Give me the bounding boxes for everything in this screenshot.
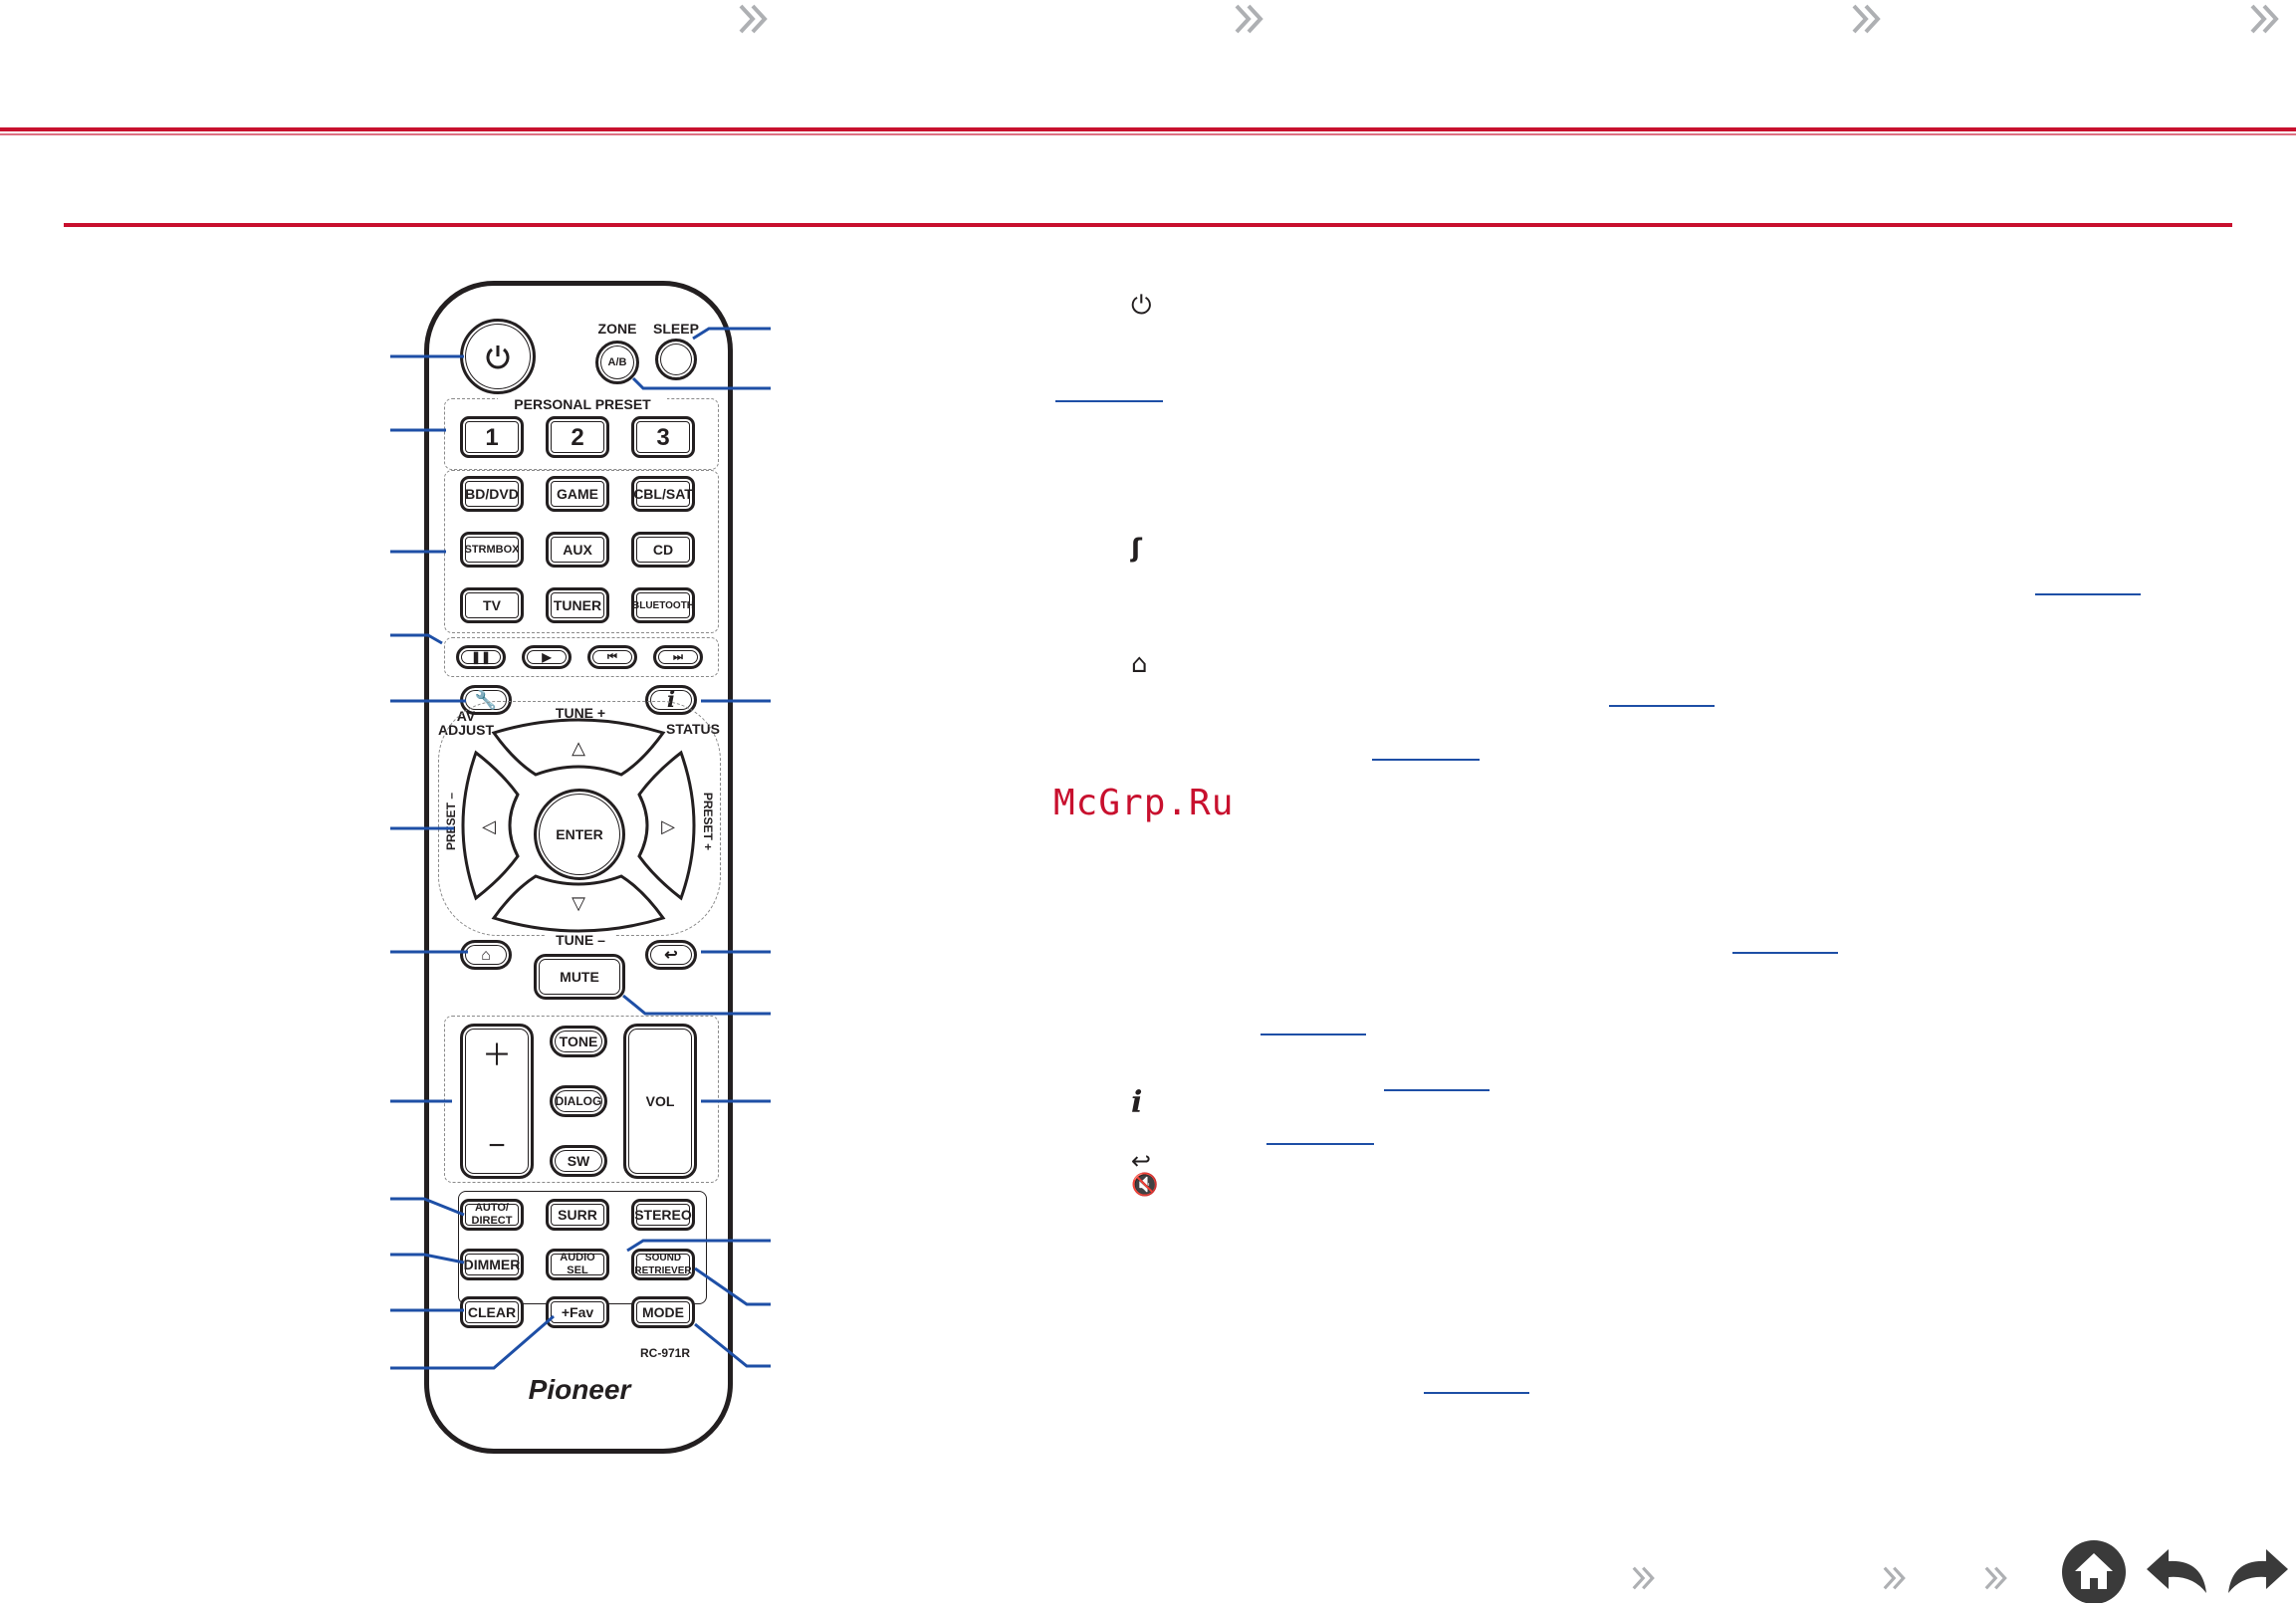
playback-group: [444, 637, 719, 677]
volume-rocker: VOL: [623, 1024, 697, 1179]
back-button[interactable]: [2141, 1543, 2214, 1603]
tone-level-rocker: ＋ −: [460, 1024, 534, 1179]
chevron-right-icon[interactable]: [735, 0, 773, 38]
personal-preset-label: PERSONAL PRESET: [498, 396, 667, 412]
home-icon: ⌂: [1131, 649, 1148, 679]
previous-button: ⏮: [587, 645, 637, 669]
cd-button: CD: [631, 532, 695, 568]
reference-link[interactable]: [1424, 1392, 1529, 1394]
tuner-button: TUNER: [546, 587, 609, 623]
preset-2-button: 2: [546, 416, 609, 458]
right-arrow-icon: ▷: [661, 816, 675, 836]
clear-button: CLEAR: [460, 1296, 524, 1328]
cursor-pad: △ ▽ ◁ ▷: [461, 718, 696, 933]
bd-dvd-button: BD/DVD: [460, 476, 524, 512]
stereo-button: STEREO: [631, 1199, 695, 1231]
cbl-sat-button: CBL/SAT: [631, 476, 695, 512]
tune-minus-label: TUNE –: [546, 932, 615, 948]
home-icon: ⌂: [481, 946, 491, 964]
home-icon: [2062, 1540, 2126, 1604]
play-icon: ▶: [542, 649, 552, 664]
tone-volume-group: [444, 1016, 719, 1183]
up-arrow-icon: △: [572, 738, 585, 758]
reference-link[interactable]: [1384, 1089, 1490, 1091]
return-icon: ↩: [1131, 1147, 1152, 1175]
next-button: ⏭: [653, 645, 703, 669]
mode-button: MODE: [631, 1296, 695, 1328]
dialog-button: DIALOG: [550, 1085, 607, 1117]
preset-3-button: 3: [631, 416, 695, 458]
undo-arrow-icon: [2147, 1549, 2206, 1593]
forward-button[interactable]: [2220, 1543, 2294, 1603]
fav-button: +Fav: [546, 1296, 609, 1328]
audio-sel-button: AUDIO SEL: [546, 1249, 609, 1280]
chevron-right-icon[interactable]: [1981, 1563, 2011, 1593]
brand-logo: Pioneer: [528, 1374, 631, 1405]
reference-link[interactable]: [1732, 952, 1838, 954]
redo-arrow-icon: [2228, 1549, 2288, 1593]
reference-link[interactable]: [1609, 705, 1715, 707]
surr-button: SURR: [546, 1199, 609, 1231]
power-icon: [486, 345, 510, 369]
reference-link[interactable]: [2035, 593, 2141, 595]
next-icon: ⏭: [673, 650, 683, 663]
game-button: GAME: [546, 476, 609, 512]
watermark: McGrp.Ru: [1053, 783, 1235, 823]
chevron-right-icon[interactable]: [1880, 1563, 1910, 1593]
reference-link[interactable]: [1266, 1143, 1374, 1145]
header-rule: [0, 127, 2296, 131]
reference-link[interactable]: [1372, 759, 1480, 761]
zone-label: ZONE: [597, 321, 637, 337]
header-rule-thin: [0, 133, 2296, 135]
pause-icon: ❚❚: [470, 649, 492, 664]
sound-retriever-button: SOUND RETRIEVER: [631, 1249, 695, 1280]
play-button: ▶: [522, 645, 572, 669]
zone-ab-button: A/B: [595, 341, 639, 384]
bluetooth-button: BLUETOOTH: [631, 587, 695, 623]
tone-button: TONE: [550, 1026, 607, 1057]
enter-button: ENTER: [534, 789, 625, 880]
return-icon: ↩: [664, 946, 678, 964]
previous-icon: ⏮: [607, 650, 617, 663]
tv-button: TV: [460, 587, 524, 623]
chevron-right-icon[interactable]: [2246, 0, 2284, 38]
aux-button: AUX: [546, 532, 609, 568]
tune-plus-label: TUNE +: [546, 705, 615, 721]
mute-icon: 🔇: [1131, 1173, 1159, 1198]
info-icon: i: [666, 686, 676, 713]
sleep-label: SLEEP: [653, 321, 699, 337]
reference-link[interactable]: [1261, 1034, 1366, 1035]
return-button: ↩: [645, 940, 697, 970]
power-icon: ⏻: [1131, 291, 1152, 321]
home-button: ⌂: [460, 940, 512, 970]
sleep-button: [655, 339, 697, 380]
callout-lines: [390, 327, 771, 1370]
preset-1-button: 1: [460, 416, 524, 458]
chevron-right-icon[interactable]: [1231, 0, 1268, 38]
sw-button: SW: [550, 1145, 607, 1177]
model-number: RC-971R: [639, 1346, 690, 1360]
reference-link[interactable]: [1055, 400, 1163, 402]
down-arrow-icon: ▽: [572, 893, 585, 913]
dimmer-button: DIMMER: [460, 1249, 524, 1280]
pause-button: ❚❚: [456, 645, 506, 669]
mute-button: MUTE: [534, 954, 625, 1000]
chevron-right-icon[interactable]: [1848, 0, 1886, 38]
home-nav-button[interactable]: [2059, 1537, 2129, 1607]
info-icon: i: [1131, 1085, 1143, 1120]
strmbox-button: STRMBOX: [460, 532, 524, 568]
section-rule: [64, 223, 2232, 227]
left-arrow-icon: ◁: [482, 816, 496, 836]
wrench-icon: ʃ: [1131, 534, 1142, 564]
chevron-right-icon[interactable]: [1629, 1563, 1659, 1593]
